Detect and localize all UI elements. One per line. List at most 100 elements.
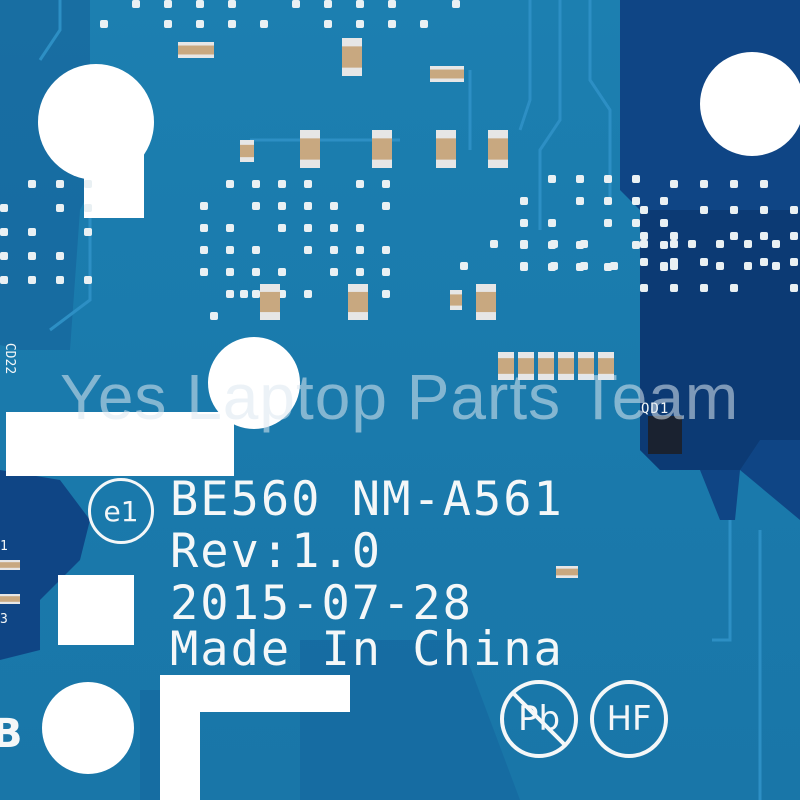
solder-pad <box>304 180 312 188</box>
solder-pad <box>580 240 588 248</box>
solder-pad <box>382 180 390 188</box>
smd-component <box>430 66 464 82</box>
smd-component <box>260 284 280 320</box>
solder-pad <box>28 276 36 284</box>
solder-pad <box>550 262 558 270</box>
solder-pad <box>356 0 364 8</box>
solder-pad <box>580 262 588 270</box>
solder-pad <box>226 224 234 232</box>
solder-pad <box>548 175 556 183</box>
solder-pad <box>210 312 218 320</box>
solder-pad <box>700 180 708 188</box>
solder-pad <box>0 204 8 212</box>
solder-pad <box>610 262 618 270</box>
solder-pad <box>632 175 640 183</box>
solder-pad <box>84 204 92 212</box>
solder-pad <box>200 268 208 276</box>
solder-pad <box>744 262 752 270</box>
smd-component <box>0 560 20 570</box>
solder-pad <box>660 262 668 270</box>
lead-free-slash-icon <box>512 692 566 746</box>
smd-component <box>598 352 614 380</box>
solder-pad <box>640 232 648 240</box>
solder-pad <box>56 252 64 260</box>
smd-component <box>556 566 578 578</box>
smd-component <box>476 284 496 320</box>
solder-pad <box>324 20 332 28</box>
solder-pad <box>356 20 364 28</box>
solder-pad <box>604 197 612 205</box>
revision-badge: e1 <box>88 478 154 544</box>
origin-text: Made In China <box>170 622 564 677</box>
solder-pad <box>700 206 708 214</box>
solder-pad <box>240 290 248 298</box>
solder-pad <box>356 246 364 254</box>
solder-pad <box>670 284 678 292</box>
smd-component <box>372 130 392 168</box>
solder-pad <box>252 268 260 276</box>
solder-pad <box>760 180 768 188</box>
solder-pad <box>0 228 8 236</box>
date-text: 2015-07-28 <box>170 576 473 631</box>
solder-pad <box>772 240 780 248</box>
solder-pad <box>382 202 390 210</box>
solder-pad <box>252 202 260 210</box>
solder-pad <box>56 204 64 212</box>
solder-pad <box>164 20 172 28</box>
solder-pad <box>744 240 752 248</box>
blank-label-sticker <box>6 412 234 476</box>
solder-pad <box>772 262 780 270</box>
solder-pad <box>520 262 528 270</box>
solder-pad <box>226 180 234 188</box>
model-number-text: BE560 NM-A561 <box>170 472 564 527</box>
solder-pad <box>252 180 260 188</box>
smd-component <box>538 352 554 380</box>
solder-pad <box>226 290 234 298</box>
solder-pad <box>324 0 332 8</box>
solder-pad <box>790 206 798 214</box>
solder-pad <box>304 246 312 254</box>
solder-pad <box>760 258 768 266</box>
solder-pad <box>132 0 140 8</box>
solder-pad <box>56 276 64 284</box>
solder-pad <box>278 202 286 210</box>
solder-pad <box>28 180 36 188</box>
revision-badge-text: e1 <box>103 494 139 528</box>
smd-component <box>518 352 534 380</box>
solder-pad <box>356 180 364 188</box>
solder-pad <box>790 258 798 266</box>
solder-pad <box>228 20 236 28</box>
solder-pad <box>640 206 648 214</box>
side-label-cd: CD22 <box>2 342 18 375</box>
solder-pad <box>576 197 584 205</box>
solder-pad <box>790 232 798 240</box>
solder-pad <box>490 240 498 248</box>
solder-pad <box>700 258 708 266</box>
solder-pad <box>330 202 338 210</box>
solder-pad <box>28 252 36 260</box>
solder-pad <box>382 268 390 276</box>
solder-pad <box>278 268 286 276</box>
solder-pad <box>660 219 668 227</box>
solder-pad <box>670 180 678 188</box>
solder-pad <box>520 240 528 248</box>
solder-pad <box>84 228 92 236</box>
halogen-free-logo: HF <box>590 680 668 758</box>
solder-pad <box>632 219 640 227</box>
solder-pad <box>304 224 312 232</box>
solder-pad <box>420 20 428 28</box>
solder-pad <box>200 224 208 232</box>
solder-pad <box>0 252 8 260</box>
solder-pad <box>382 290 390 298</box>
side-letter: B <box>0 711 23 757</box>
component-label: QD1 <box>641 401 670 417</box>
smd-component <box>342 38 362 76</box>
solder-pad <box>388 0 396 8</box>
solder-pad <box>730 232 738 240</box>
solder-pad <box>226 246 234 254</box>
solder-pad <box>700 284 708 292</box>
lead-free-logo: Pb <box>500 680 578 758</box>
smd-component <box>450 290 462 310</box>
smd-component <box>578 352 594 380</box>
